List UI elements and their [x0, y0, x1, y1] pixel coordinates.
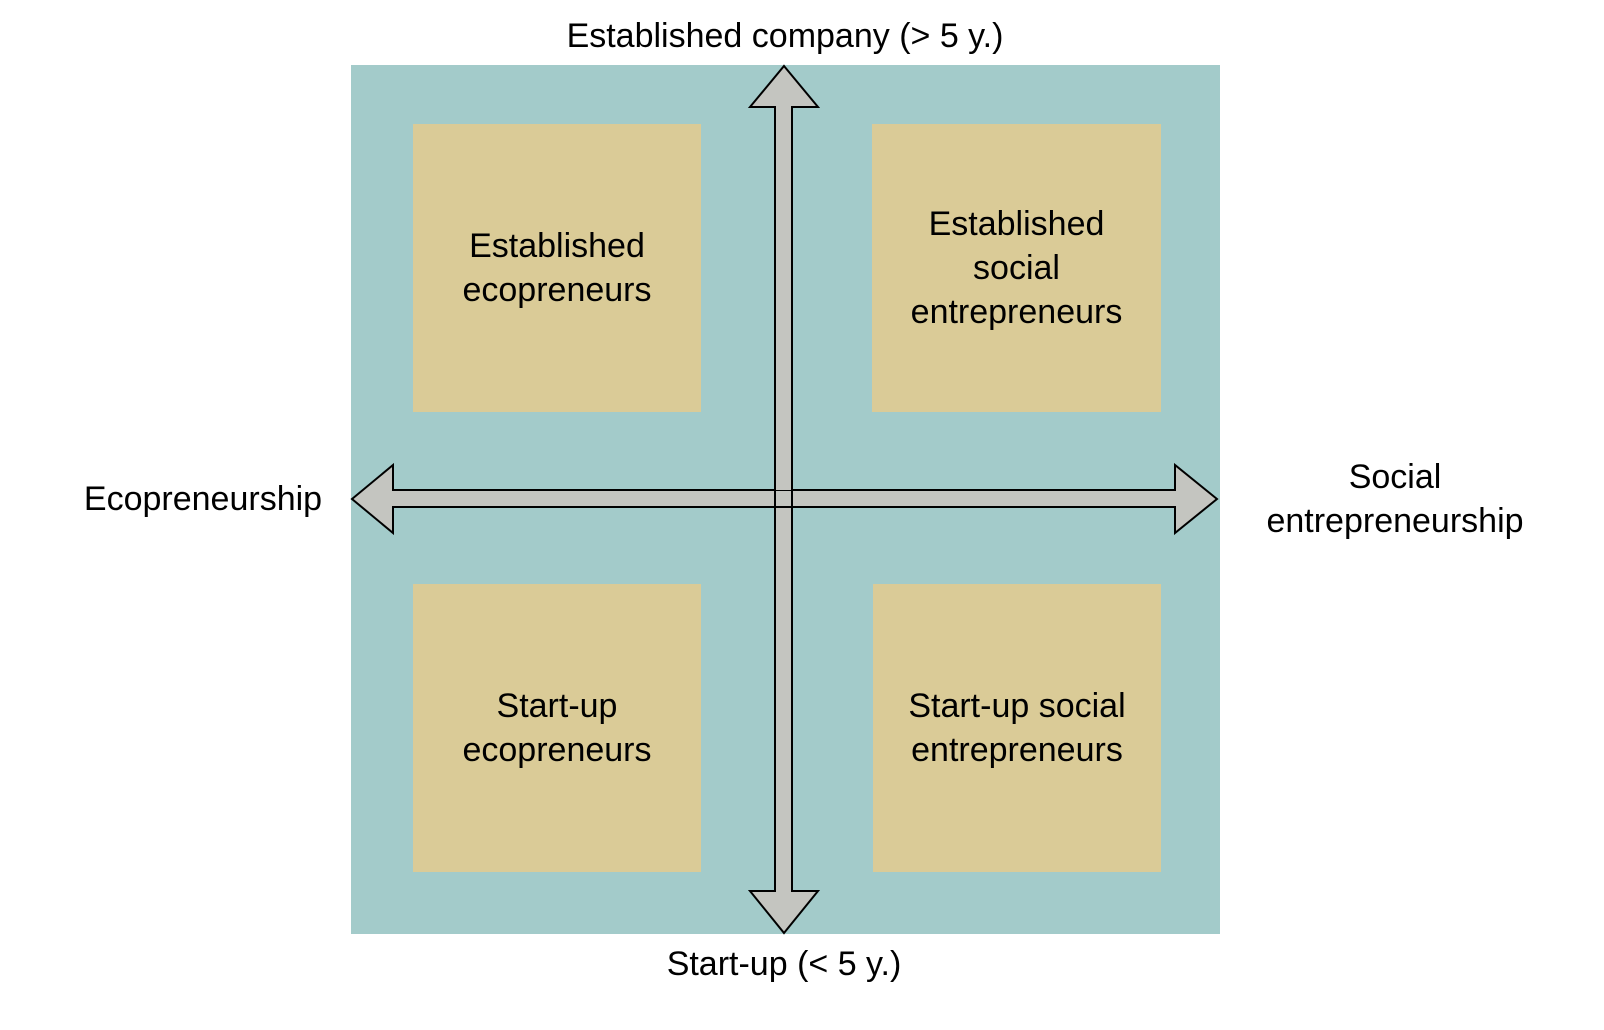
axis-label-top: Established company (> 5 y.) [566, 17, 1004, 55]
quadrant-established-ecopreneurs: Established ecopreneurs [413, 124, 701, 412]
axis-label-left: Ecopreneurship [83, 480, 323, 518]
quadrant-established-social-entrepreneurs: Established social entrepreneurs [872, 124, 1161, 412]
quadrant-label: Established ecopreneurs [462, 227, 652, 309]
horizontal-double-arrow-icon [350, 462, 1219, 536]
quadrant-label: Established social entrepreneurs [910, 205, 1123, 331]
axis-label-right: Social entrepreneurship [1266, 458, 1524, 540]
quadrant-startup-social-entrepreneurs: Start-up social entrepreneurs [873, 584, 1161, 872]
quadrant-label: Start-up social entrepreneurs [908, 687, 1126, 769]
quadrant-startup-ecopreneurs: Start-up ecopreneurs [413, 584, 701, 872]
quadrant-label: Start-up ecopreneurs [462, 687, 652, 769]
axis-label-bottom: Start-up (< 5 y.) [666, 945, 902, 983]
